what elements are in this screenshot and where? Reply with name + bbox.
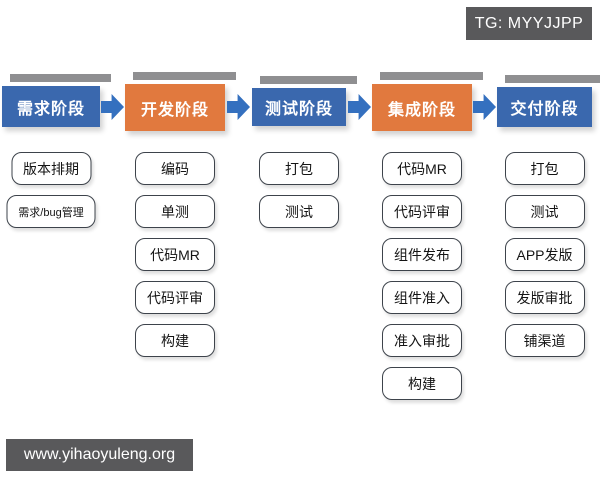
- stage-column-1: 需求阶段版本排期需求/bug管理: [2, 0, 111, 480]
- task-list-5: 打包测试 APP发版发版审批铺渠道: [504, 152, 585, 367]
- task-box: 构建: [382, 367, 462, 400]
- stage-box-4: 集成阶段: [372, 72, 483, 131]
- task-box: 代码评审: [382, 195, 462, 228]
- task-box: 代码MR: [382, 152, 462, 185]
- flow-arrow-icon: [101, 94, 124, 120]
- task-box: 打包: [259, 152, 339, 185]
- watermark-url-text: www.yihaoyuleng.org: [23, 446, 176, 463]
- stage-label: 需求阶段: [16, 100, 85, 118]
- task-box: 组件发布: [382, 238, 462, 271]
- task-box: 代码MR: [135, 238, 215, 271]
- task-list-4: 代码MR 代码评审组件发布组件准入准入审批构建: [382, 152, 462, 410]
- stage-box-2: 开发阶段: [125, 72, 236, 131]
- stage-column-5: 交付阶段打包测试 APP发版发版审批铺渠道: [497, 0, 600, 480]
- task-box: 打包: [504, 152, 585, 185]
- task-box: 发版审批: [504, 281, 585, 314]
- task-box: 代码评审: [135, 281, 215, 314]
- task-box: APP发版: [504, 238, 585, 271]
- stage-column-2: 开发阶段编码单测代码MR 代码评审构建: [125, 0, 236, 480]
- task-box: 测试: [504, 195, 585, 228]
- stage-label: 开发阶段: [140, 101, 209, 119]
- task-box: 构建: [135, 324, 215, 357]
- stage-label: 测试阶段: [264, 101, 333, 118]
- flow-arrow-icon: [473, 94, 496, 120]
- task-list-3: 打包测试: [259, 152, 339, 238]
- tg-contact-banner: TG: MYYJJPP: [466, 7, 592, 40]
- stage-box-3: 测试阶段: [252, 76, 357, 126]
- task-box: 版本排期: [11, 152, 91, 185]
- flow-arrow-icon: [227, 94, 250, 120]
- watermark-banner: www.yihaoyuleng.org: [6, 439, 193, 471]
- stage-label: 交付阶段: [510, 101, 579, 118]
- task-box: 准入审批: [382, 324, 462, 357]
- tg-contact-text: TG: MYYJJPP: [474, 14, 584, 32]
- task-box: 编码: [135, 152, 215, 185]
- task-box: 铺渠道: [504, 324, 585, 357]
- stage-box-5: 交付阶段: [497, 75, 600, 127]
- stage-column-3: 测试阶段打包测试: [252, 0, 357, 480]
- stage-label: 集成阶段: [387, 101, 456, 119]
- task-box: 测试: [259, 195, 339, 228]
- task-box: 单测: [135, 195, 215, 228]
- task-box: 组件准入: [382, 281, 462, 314]
- task-list-2: 编码单测代码MR 代码评审构建: [135, 152, 215, 367]
- stage-box-1: 需求阶段: [2, 74, 111, 127]
- flow-arrow-icon: [348, 94, 371, 120]
- task-list-1: 版本排期需求/bug管理: [6, 152, 96, 238]
- stage-column-4: 集成阶段代码MR 代码评审组件发布组件准入准入审批构建: [372, 0, 483, 480]
- task-box: 需求/bug管理: [6, 195, 96, 228]
